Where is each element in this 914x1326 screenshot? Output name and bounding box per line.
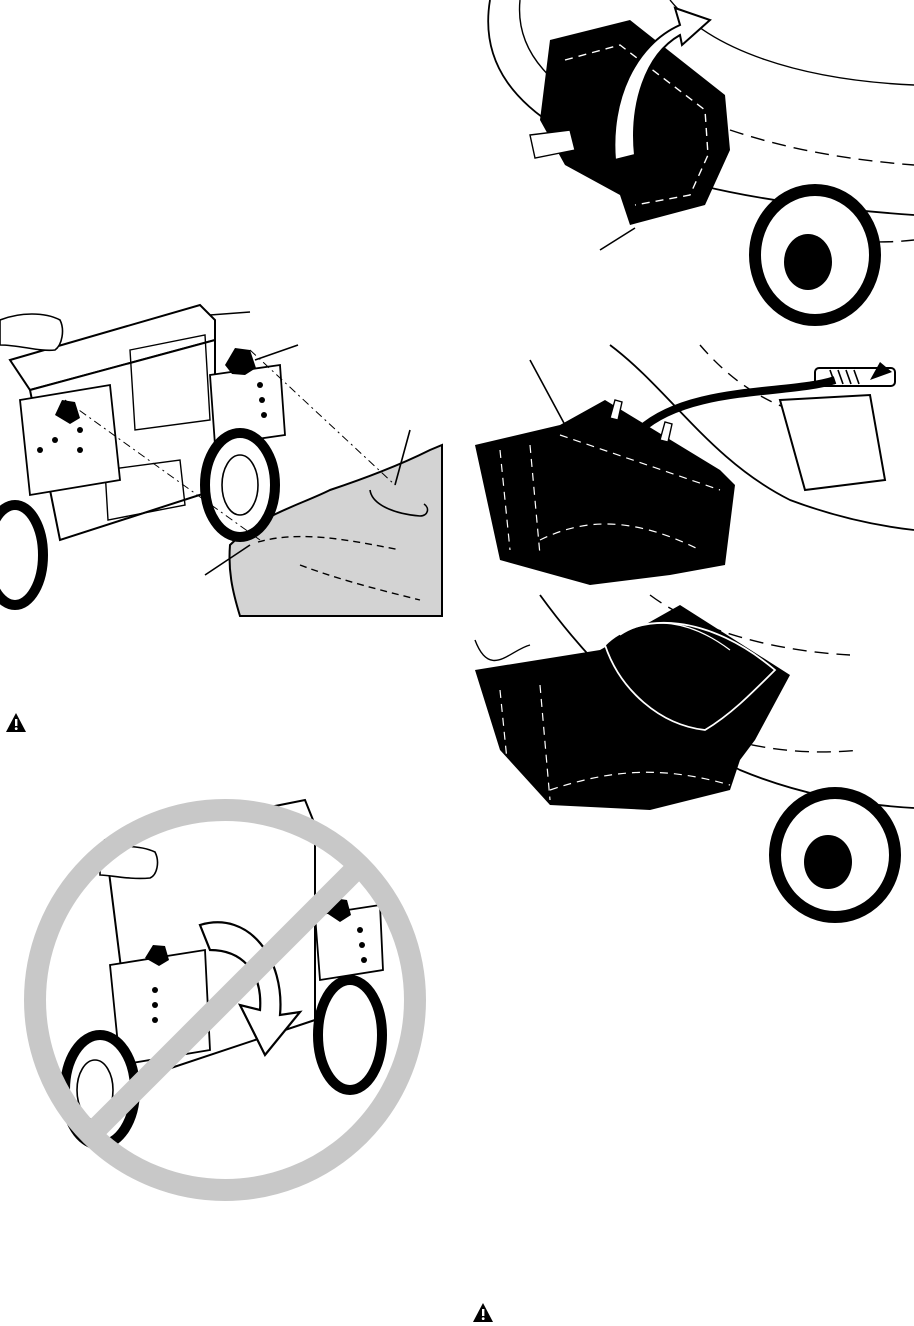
bag-assembly-illustration — [0, 290, 445, 620]
rear-wheel — [205, 433, 275, 537]
mulch-plug-spring-illustration — [470, 340, 914, 585]
prohibited-tilt-illustration — [15, 790, 435, 1210]
front-wheel — [755, 190, 875, 320]
chute-installed-illustration — [470, 590, 914, 930]
front-wheel — [775, 793, 895, 917]
warning-triangle-icon — [472, 1302, 494, 1324]
warning-triangle-icon — [5, 712, 27, 734]
mower-handle — [0, 314, 62, 350]
side-discharge-door-open-illustration — [470, 0, 914, 330]
